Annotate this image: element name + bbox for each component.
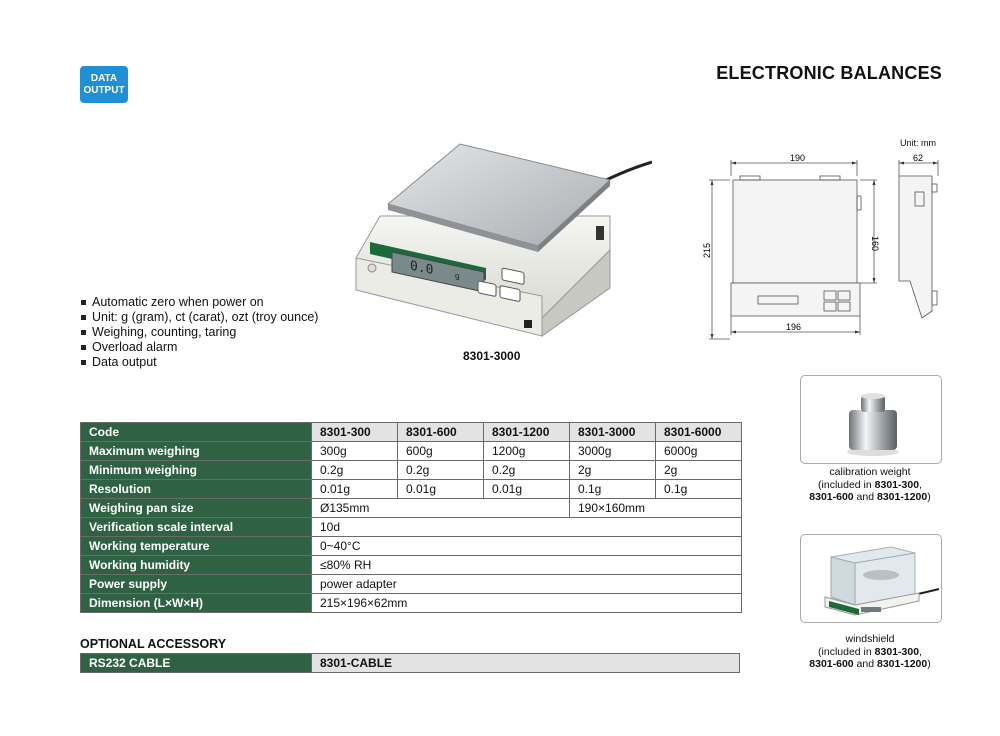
value-cell: 600g	[397, 441, 484, 461]
pan-size-label: Weighing pan size	[80, 498, 312, 518]
table-row: Minimum weighing 0.2g 0.2g 0.2g 2g 2g	[80, 460, 742, 480]
spec-table: Code 8301-300 8301-600 8301-1200 8301-30…	[80, 422, 742, 613]
table-row: Weighing pan size Ø135mm 190×160mm	[80, 498, 742, 518]
value-cell: 215×196×62mm	[311, 593, 742, 613]
table-row: Working humidity ≤80% RH	[80, 555, 742, 575]
code-cell: 8301-6000	[655, 422, 742, 442]
value-cell: 0.01g	[311, 479, 398, 499]
display-unit: g	[455, 271, 459, 281]
temperature-label: Working temperature	[80, 536, 312, 556]
resolution-label: Resolution	[80, 479, 312, 499]
badge-line-2: OUTPUT	[83, 84, 125, 96]
count-key	[501, 267, 525, 285]
dim-depth: 62	[913, 153, 923, 163]
caption-text: and	[853, 491, 877, 503]
feature-item: Weighing, counting, taring	[80, 325, 318, 340]
caption-model: 8301-1200	[877, 658, 928, 670]
value-cell: 2g	[655, 460, 742, 480]
value-cell: 0.2g	[397, 460, 484, 480]
caption-model: 8301-600	[809, 491, 854, 503]
value-cell: 0.2g	[311, 460, 398, 480]
calibration-weight-image	[800, 375, 942, 464]
dimension-label: Dimension (L×W×H)	[80, 593, 312, 613]
accessory-label: RS232 CABLE	[80, 653, 312, 673]
value-cell: 2g	[569, 460, 656, 480]
accessory-name: windshield	[845, 633, 895, 645]
value-cell: 0.1g	[655, 479, 742, 499]
humidity-label: Working humidity	[80, 555, 312, 575]
dim-length: 215	[702, 243, 712, 258]
feature-item: Automatic zero when power on	[80, 295, 318, 310]
code-cell: 8301-1200	[483, 422, 570, 442]
caption-text: and	[853, 658, 877, 670]
code-cell: 8301-600	[397, 422, 484, 442]
accessory-code: 8301-CABLE	[311, 653, 740, 673]
table-row: Working temperature 0~40°C	[80, 536, 742, 556]
accessory-name: calibration weight	[829, 466, 911, 478]
windshield-caption: windshield (included in 8301-300, 8301-6…	[780, 633, 960, 671]
unit-key	[499, 285, 521, 302]
caption-text: )	[927, 658, 931, 670]
value-cell: 0.01g	[483, 479, 570, 499]
value-cell: 10d	[311, 517, 742, 537]
cal-key	[477, 280, 497, 297]
caption-text: ,	[919, 478, 922, 491]
page-title: ELECTRONIC BALANCES	[716, 63, 942, 83]
min-weighing-label: Minimum weighing	[80, 460, 312, 480]
caption-text: )	[927, 491, 931, 503]
value-cell: 6000g	[655, 441, 742, 461]
optional-accessory-table: RS232 CABLE 8301-CABLE	[80, 653, 740, 673]
caption-model: 8301-600	[809, 658, 854, 670]
value-cell: 300g	[311, 441, 398, 461]
power-supply-label: Power supply	[80, 574, 312, 594]
feature-item: Overload alarm	[80, 340, 318, 355]
value-cell: Ø135mm	[311, 498, 570, 518]
value-cell: ≤80% RH	[311, 555, 742, 575]
caption-model: 8301-300	[874, 478, 920, 491]
value-cell: 0.01g	[397, 479, 484, 499]
caption-text: (included in	[818, 645, 875, 658]
calibration-weight-caption: calibration weight (included in 8301-300…	[780, 466, 960, 504]
table-row: Code 8301-300 8301-600 8301-1200 8301-30…	[80, 422, 742, 442]
feature-item: Unit: g (gram), ct (carat), ozt (troy ou…	[80, 310, 318, 325]
dim-width-top: 190	[790, 153, 805, 163]
caption-text: ,	[919, 645, 922, 658]
product-model: 8301-3000	[463, 349, 521, 363]
data-output-badge: DATA OUTPUT	[80, 66, 128, 103]
table-row: Power supply power adapter	[80, 574, 742, 594]
windshield-image	[800, 534, 942, 623]
feature-list: Automatic zero when power on Unit: g (gr…	[80, 295, 318, 370]
caption-text: (included in	[818, 478, 875, 491]
feature-item: Data output	[80, 355, 318, 370]
value-cell: 0~40°C	[311, 536, 742, 556]
verification-label: Verification scale interval	[80, 517, 312, 537]
table-row: Resolution 0.01g 0.01g 0.01g 0.1g 0.1g	[80, 479, 742, 499]
badge-line-1: DATA	[90, 72, 118, 84]
balance-product-image: 0.0 g	[355, 143, 652, 337]
table-row: Maximum weighing 300g 600g 1200g 3000g 6…	[80, 441, 742, 461]
table-row: Dimension (L×W×H) 215×196×62mm	[80, 593, 742, 613]
unit-label: Unit: mm	[900, 138, 936, 148]
code-cell: 8301-3000	[569, 422, 656, 442]
value-cell: power adapter	[311, 574, 742, 594]
optional-accessory-title: OPTIONAL ACCESSORY	[80, 637, 227, 651]
max-weighing-label: Maximum weighing	[80, 441, 312, 461]
value-cell: 190×160mm	[569, 498, 742, 518]
code-label: Code	[80, 422, 312, 442]
value-cell: 1200g	[483, 441, 570, 461]
display-reading: 0.0	[410, 258, 434, 278]
dim-width-bottom: 196	[786, 322, 801, 332]
dim-pan-length: 160	[870, 236, 880, 251]
table-row: RS232 CABLE 8301-CABLE	[80, 653, 740, 673]
value-cell: 0.1g	[569, 479, 656, 499]
caption-model: 8301-300	[874, 645, 920, 658]
table-row: Verification scale interval 10d	[80, 517, 742, 537]
caption-model: 8301-1200	[877, 491, 928, 503]
dimension-drawing: 190 62 215 160 196	[702, 153, 939, 340]
value-cell: 3000g	[569, 441, 656, 461]
code-cell: 8301-300	[311, 422, 398, 442]
value-cell: 0.2g	[483, 460, 570, 480]
